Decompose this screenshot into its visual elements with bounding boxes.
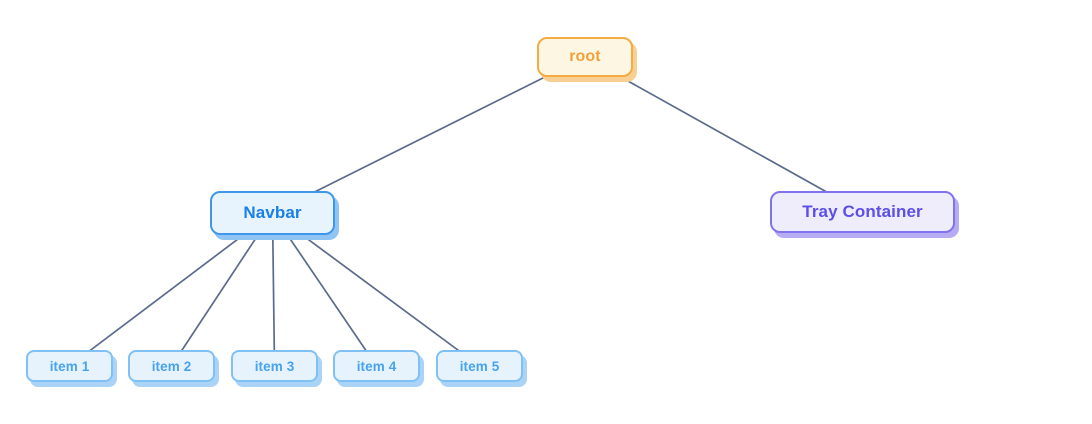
node-root-label: root	[569, 48, 601, 65]
edge-navbar-item4	[271, 212, 378, 367]
edge-navbar-item3	[271, 212, 276, 367]
node-item-3-label: item 3	[254, 358, 295, 374]
node-item-2-label: item 2	[151, 358, 192, 374]
node-item-4[interactable]: item 4	[333, 350, 420, 382]
node-item-1-label: item 1	[49, 358, 90, 374]
node-item-4-label: item 4	[356, 358, 397, 374]
node-item-3[interactable]: item 3	[231, 350, 318, 382]
node-tray-container[interactable]: Tray Container	[770, 191, 955, 233]
edge-navbar-item1	[68, 212, 274, 367]
edge-root-tray	[584, 56, 863, 213]
node-item-2[interactable]: item 2	[128, 350, 215, 382]
node-item-1[interactable]: item 1	[26, 350, 113, 382]
node-item-5[interactable]: item 5	[436, 350, 523, 382]
node-root[interactable]: root	[537, 37, 633, 77]
node-tray-container-label: Tray Container	[802, 202, 923, 221]
node-navbar-label: Navbar	[243, 203, 302, 222]
edge-navbar-item2	[170, 212, 274, 367]
edge-navbar-item5	[271, 212, 481, 367]
node-item-5-label: item 5	[459, 358, 500, 374]
edge-root-navbar	[272, 56, 586, 214]
node-navbar[interactable]: Navbar	[210, 191, 335, 235]
